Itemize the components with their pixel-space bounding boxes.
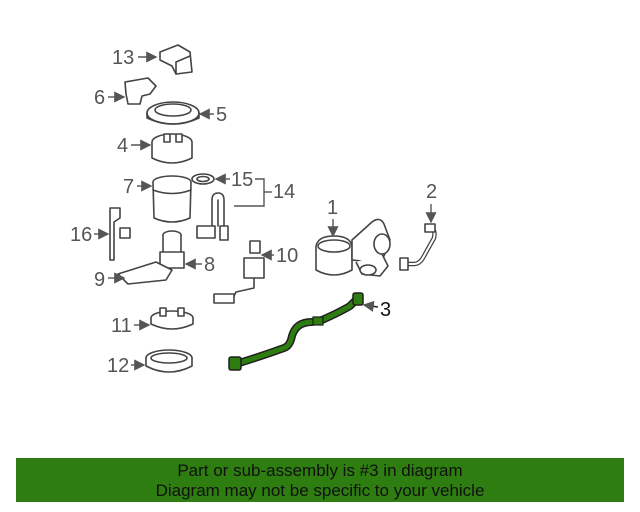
part-7-filter [152,175,192,223]
callout-16: 16 [70,224,92,246]
callout-2: 2 [426,181,437,203]
part-4-pump-cap [151,133,193,164]
callout-4: 4 [117,135,128,157]
callout-10: 10 [276,245,298,267]
banner-line-1: Part or sub-assembly is #3 in diagram [177,461,463,480]
part-14-hose [196,192,229,241]
callout-6: 6 [94,87,105,109]
callout-3: 3 [380,299,391,321]
part-13-cover [159,44,193,75]
parts-diagram: 13 6 5 4 15 14 7 [70,44,437,377]
part-3-fuel-hose [228,292,364,371]
callout-14: 14 [273,181,295,203]
callout-13: 13 [112,47,134,69]
callout-9: 9 [94,269,105,291]
part-8-fuel-pump [159,230,185,269]
part-10-harness [213,240,265,304]
info-banner: Part or sub-assembly is #3 in diagram Di… [16,458,624,502]
part-12-gasket [145,349,193,373]
callout-12: 12 [107,355,129,377]
part-15-o-ring [191,173,215,185]
callout-11: 11 [111,315,132,337]
part-11-retainer [150,307,194,330]
part-9-strainer [117,261,173,285]
banner-line-2: Diagram may not be specific to your vehi… [155,481,485,500]
callout-8: 8 [204,254,215,276]
part-2-tube [399,223,437,271]
callout-5: 5 [216,104,227,126]
part-1-valve-assembly [315,218,391,277]
callout-1: 1 [327,197,338,219]
callout-15: 15 [231,169,253,191]
part-5-lock-ring [146,101,200,125]
part-6-clip [124,77,157,105]
part-16-level-sender [109,207,131,261]
callout-7: 7 [123,176,134,198]
